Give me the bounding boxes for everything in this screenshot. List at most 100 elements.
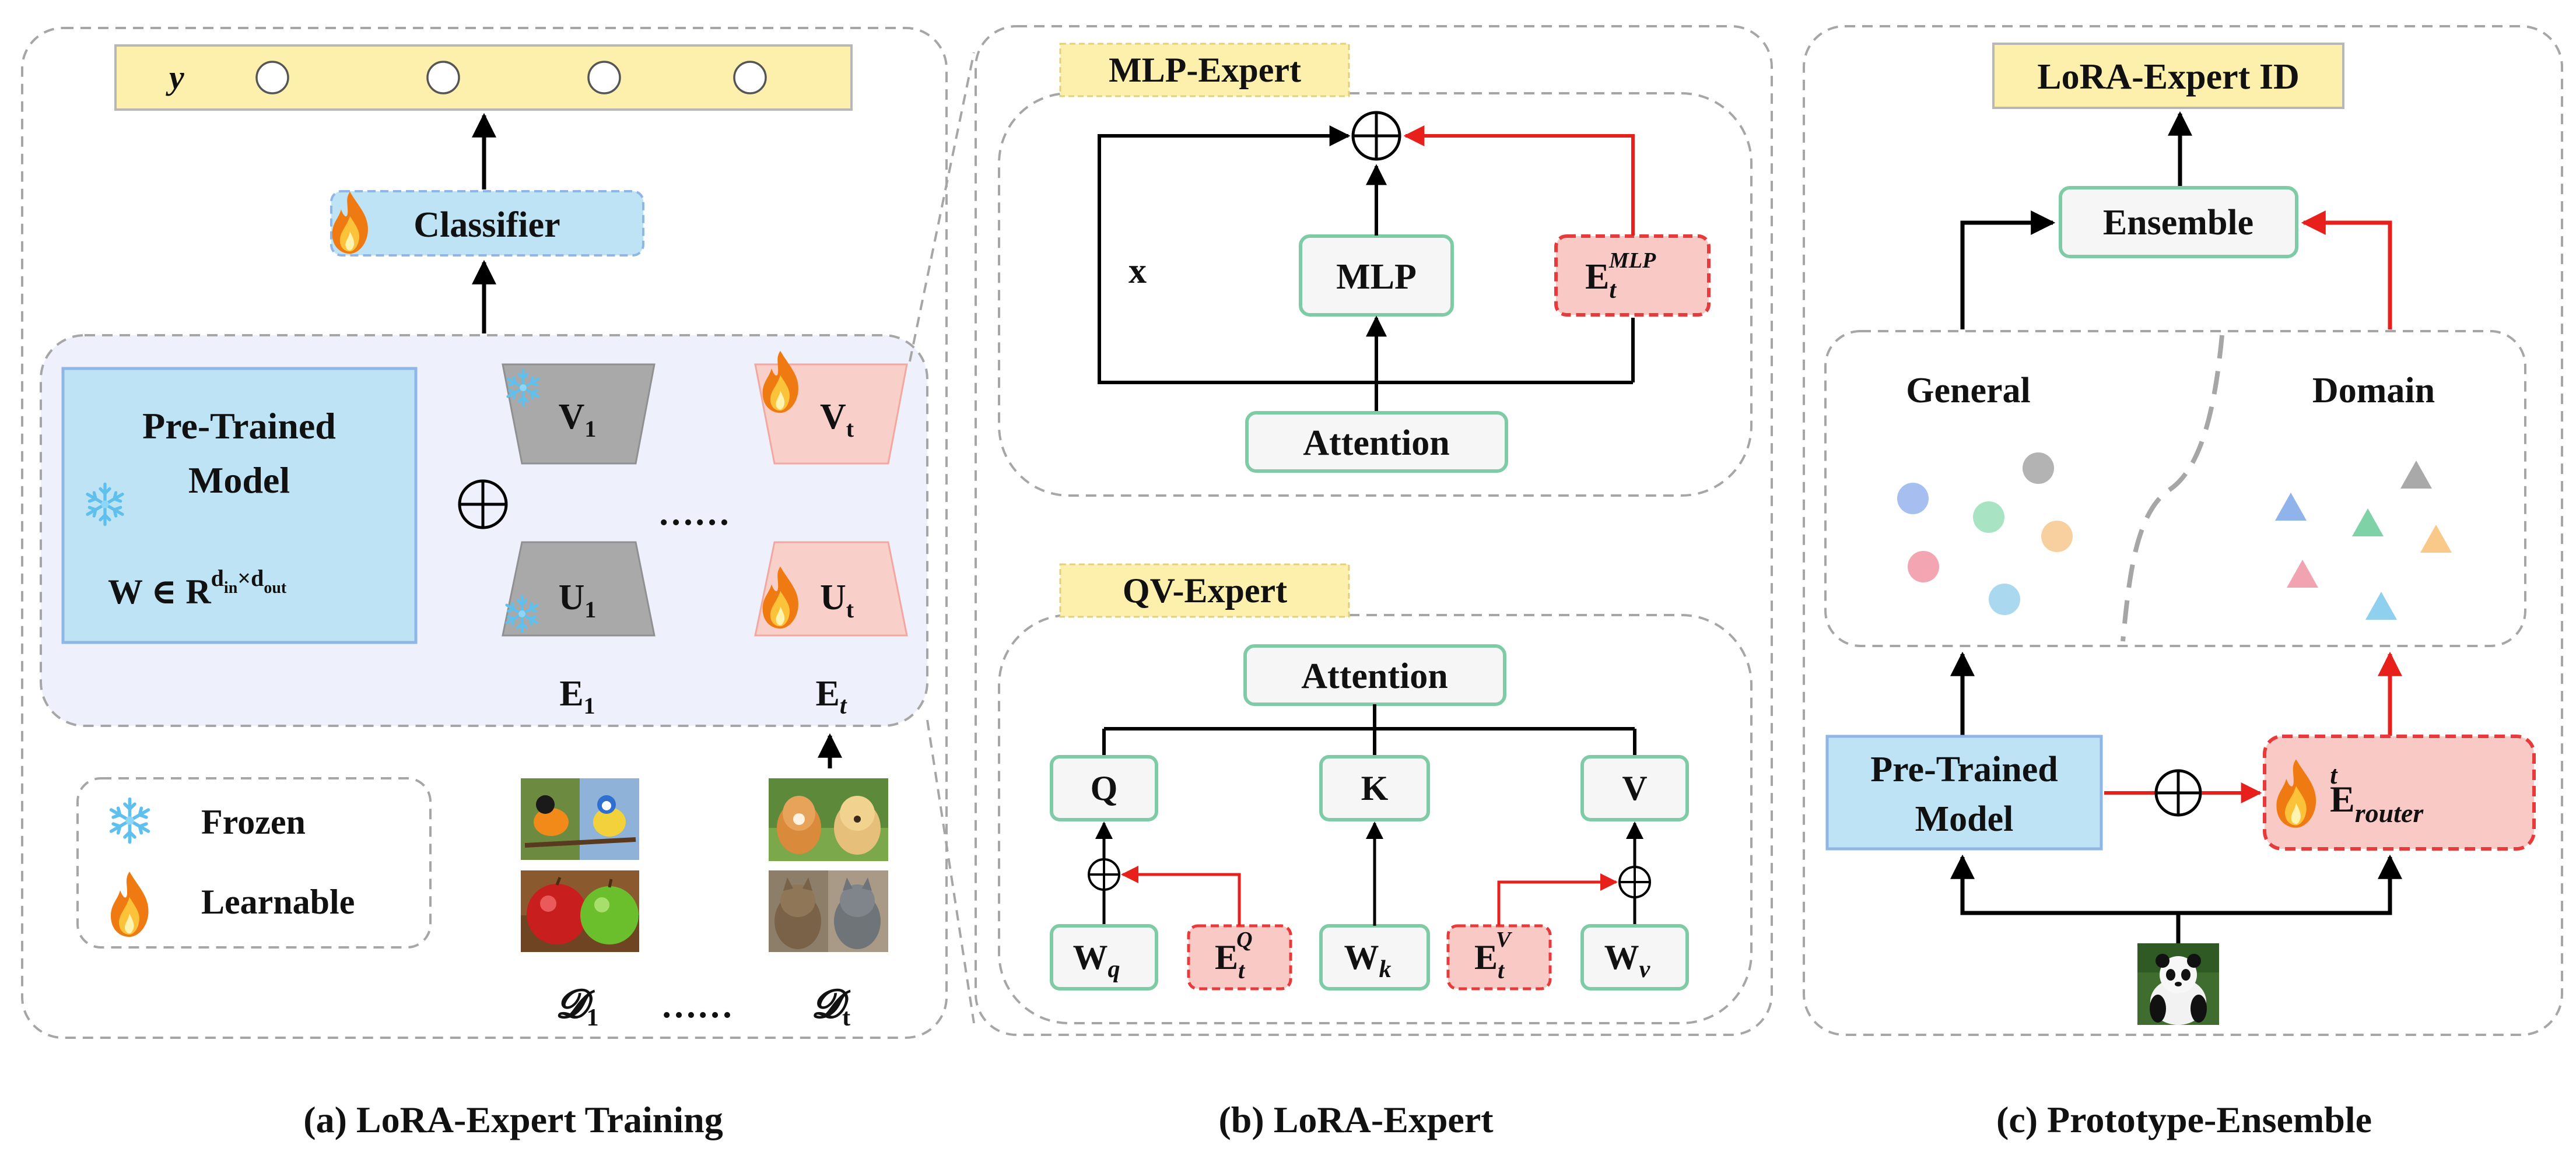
panel-a-frame	[21, 27, 948, 1039]
wv-label: Wv	[1604, 938, 1651, 983]
mlp-expert-frame	[998, 92, 1753, 497]
wk-label: Wk	[1344, 938, 1392, 983]
attention-label-qv: Attention	[1301, 656, 1448, 696]
wq-label: Wq	[1073, 938, 1120, 983]
arrow-input-to-router	[2178, 854, 2402, 915]
attention-label-mlp: Attention	[1303, 423, 1449, 463]
output-node	[733, 61, 767, 94]
ensemble-box	[2059, 186, 2298, 258]
x-label: x	[1128, 251, 1147, 291]
mlp-expert-title: MLP-Expert	[1109, 51, 1301, 89]
bird-photo-icon	[521, 778, 639, 860]
router-label: Eroutert	[2330, 761, 2424, 828]
router-box	[2263, 735, 2536, 851]
ptm-c-line2: Model	[1915, 799, 2014, 839]
general-prototype	[1897, 483, 1929, 514]
et-label: Et	[815, 674, 847, 719]
k-box	[1319, 755, 1430, 821]
domain-label: Domain	[2312, 371, 2435, 410]
e-q-label: EtQ	[1215, 928, 1253, 984]
general-prototype	[1973, 501, 2004, 533]
v1-label: V1	[559, 397, 597, 442]
ptm-formula: W ∈ Rdin×dout	[108, 565, 287, 611]
domain-prototype	[2420, 525, 2452, 553]
domain-prototype	[2287, 560, 2318, 588]
caption-c: (c) Prototype-Ensemble	[1996, 1099, 2372, 1140]
e-mlp-label: EtMLP	[1585, 248, 1656, 304]
ut-label: Ut	[820, 578, 854, 623]
pretrained-model-box-c	[1825, 735, 2103, 851]
general-domain-divider	[2121, 335, 2224, 642]
domain-prototype	[2275, 493, 2307, 521]
legend-box	[76, 777, 432, 949]
domain-prototype	[2352, 508, 2384, 536]
mlp-box-label: MLP	[1336, 257, 1417, 297]
general-prototype	[2023, 452, 2054, 484]
wv-box	[1580, 924, 1689, 991]
ptm-c-line1: Pre-Trained	[1870, 750, 2058, 789]
v-box	[1580, 755, 1689, 821]
snowflake-icon	[111, 799, 149, 842]
dt-label: 𝓓t	[812, 982, 851, 1031]
datasets-dots: ……	[661, 986, 733, 1025]
prototype-space	[1824, 330, 2526, 647]
panda-photo-icon	[2137, 943, 2219, 1025]
arrow-domain-to-ensemble	[2301, 210, 2392, 329]
e-mlp-box	[1554, 234, 1711, 317]
classifier-box	[330, 190, 644, 257]
arrow-e-mlp-to-oplus	[1403, 125, 1635, 236]
general-prototype	[1989, 584, 2020, 615]
general-prototype	[2041, 521, 2073, 552]
arrow-general-to-ensemble	[1960, 210, 2056, 329]
vt-label: Vt	[820, 397, 854, 442]
general-label: General	[1906, 371, 2031, 410]
ensemble-label: Ensemble	[2103, 203, 2253, 243]
domain-prototype	[2400, 461, 2432, 489]
arrow-input-to-ptm	[1950, 854, 2181, 943]
mlp-box	[1299, 234, 1454, 317]
pretrained-model-box	[61, 367, 418, 644]
wq-box	[1050, 924, 1158, 991]
dog-photo-icon	[769, 778, 888, 861]
output-label: y	[166, 58, 184, 96]
output-bar	[114, 44, 853, 111]
legend-frozen: Frozen	[201, 803, 306, 841]
qv-expert-frame	[998, 614, 1753, 1024]
v-label: V	[1622, 769, 1647, 807]
caption-a: (a) LoRA-Expert Training	[303, 1099, 723, 1140]
output-node	[426, 61, 460, 94]
qv-expert-title-box	[1059, 563, 1350, 618]
qv-expert-title: QV-Expert	[1123, 571, 1287, 610]
v1-trapezoid	[502, 363, 656, 465]
domain-prototype	[2365, 592, 2397, 620]
expert-id-box	[1992, 43, 2344, 109]
ptm-title-line2: Model	[188, 459, 290, 501]
u1-label: U1	[559, 578, 597, 623]
zoom-line	[926, 719, 975, 1024]
panel-b-frame	[975, 25, 1773, 1036]
general-prototype	[1908, 551, 1939, 582]
legend-learnable: Learnable	[201, 883, 355, 921]
flame-icon	[111, 872, 149, 937]
cat-photo-icon	[769, 870, 888, 952]
attention-box-mlp	[1245, 411, 1508, 473]
output-node	[587, 61, 621, 94]
e1-label: E1	[559, 674, 595, 719]
classifier-label: Classifier	[413, 205, 560, 245]
e-v-label: EtV	[1474, 928, 1512, 984]
u1-trapezoid	[502, 541, 656, 637]
q-box	[1050, 755, 1158, 821]
arrow-e-v-to-oplus	[1497, 873, 1618, 926]
panel-c-frame	[1803, 25, 2563, 1036]
mlp-expert-title-box	[1059, 43, 1350, 97]
output-node	[255, 61, 289, 94]
zoom-line	[909, 52, 975, 362]
k-label: K	[1361, 769, 1389, 807]
q-label: Q	[1091, 769, 1118, 807]
ptm-title-line1: Pre-Trained	[142, 405, 336, 447]
arrow-e-q-to-oplus	[1121, 866, 1241, 926]
experts-dots: ……	[658, 493, 730, 533]
expert-id-label: LoRA-Expert ID	[2037, 57, 2299, 97]
apple-photo-icon	[521, 870, 639, 952]
